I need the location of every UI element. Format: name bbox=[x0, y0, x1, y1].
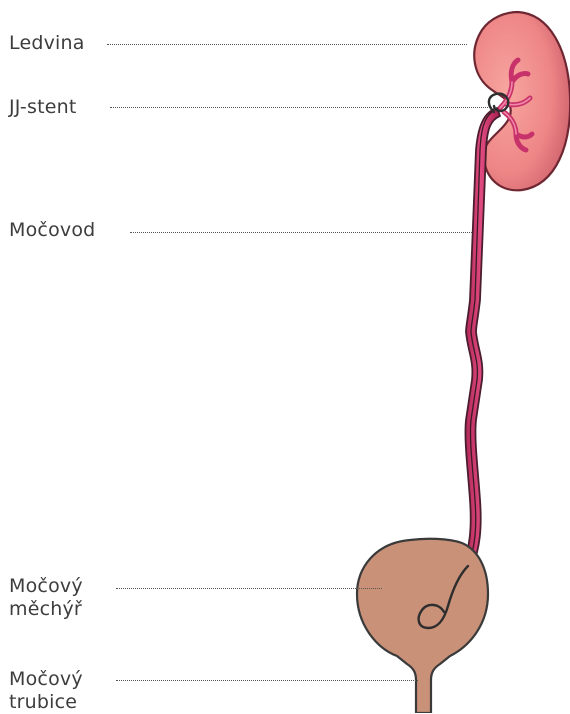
label-urethra-line2: trubice bbox=[9, 691, 83, 714]
leader-bladder bbox=[116, 588, 382, 589]
label-ureter-text: Močovod bbox=[9, 219, 95, 242]
label-kidney: Ledvina bbox=[9, 32, 85, 55]
leader-urethra bbox=[116, 680, 418, 681]
label-urethra: Močový trubice bbox=[9, 668, 83, 714]
label-kidney-text: Ledvina bbox=[9, 32, 85, 55]
leader-ureter bbox=[130, 232, 472, 233]
leader-stent bbox=[110, 107, 488, 108]
label-bladder: Močový měchýř bbox=[9, 575, 83, 621]
label-stent-text: JJ-stent bbox=[9, 96, 77, 119]
label-urethra-line1: Močový bbox=[9, 668, 83, 691]
label-ureter: Močovod bbox=[9, 219, 95, 242]
label-bladder-line1: Močový bbox=[9, 575, 83, 598]
label-bladder-line2: měchýř bbox=[9, 598, 83, 621]
label-stent: JJ-stent bbox=[9, 96, 77, 119]
leader-kidney bbox=[107, 44, 467, 45]
